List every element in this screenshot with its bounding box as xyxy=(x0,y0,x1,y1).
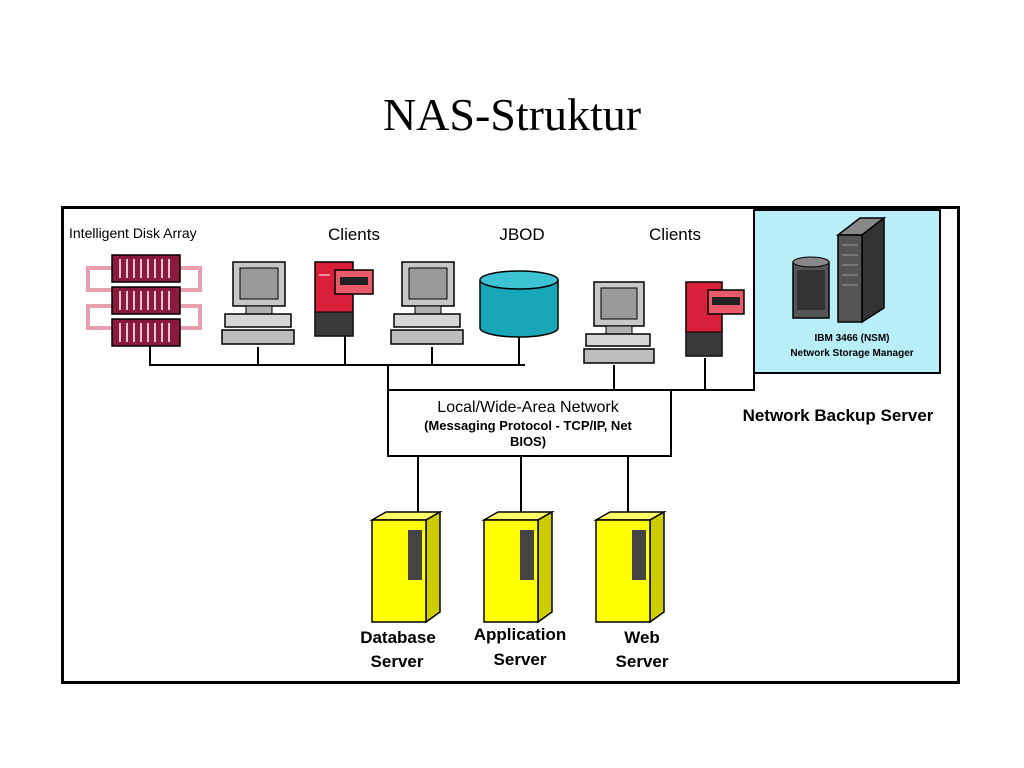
client-computer-icon xyxy=(583,281,655,364)
network-box xyxy=(387,389,672,457)
application-server-icon xyxy=(481,510,555,624)
label-clients-left: Clients xyxy=(328,225,380,244)
label-network-line1: Local/Wide-Area Network xyxy=(437,399,619,416)
label-application-line1: Application xyxy=(474,625,567,644)
disk-array-icon xyxy=(86,254,202,347)
label-nsm-line2: Network Storage Manager xyxy=(790,348,913,359)
web-server-icon xyxy=(593,510,667,624)
label-web-line1: Web xyxy=(624,628,660,647)
nsm-hardware-icon xyxy=(792,216,887,324)
label-nsm-line1: IBM 3466 (NSM) xyxy=(814,333,889,344)
database-server-icon xyxy=(369,510,443,624)
connection-lines xyxy=(149,336,755,515)
label-application-line2: Server xyxy=(494,650,547,669)
client-computer-icon xyxy=(390,261,464,345)
label-network-line2: (Messaging Protocol - TCP/IP, Net xyxy=(424,418,632,433)
label-jbod: JBOD xyxy=(499,225,544,244)
label-database-line2: Server xyxy=(371,652,424,671)
client-computer-icon xyxy=(221,261,295,345)
label-database-line1: Database xyxy=(360,628,436,647)
label-network-backup-server: Network Backup Server xyxy=(743,406,934,425)
client-tower-icon xyxy=(685,281,745,357)
label-network-line3: BIOS) xyxy=(510,434,546,449)
client-tower-icon xyxy=(314,261,374,337)
label-intelligent-disk-array: Intelligent Disk Array xyxy=(69,225,197,241)
label-web-line2: Server xyxy=(616,652,669,671)
slide-title: NAS-Struktur xyxy=(382,89,642,140)
jbod-cylinder-icon xyxy=(479,270,559,338)
label-clients-right: Clients xyxy=(649,225,701,244)
